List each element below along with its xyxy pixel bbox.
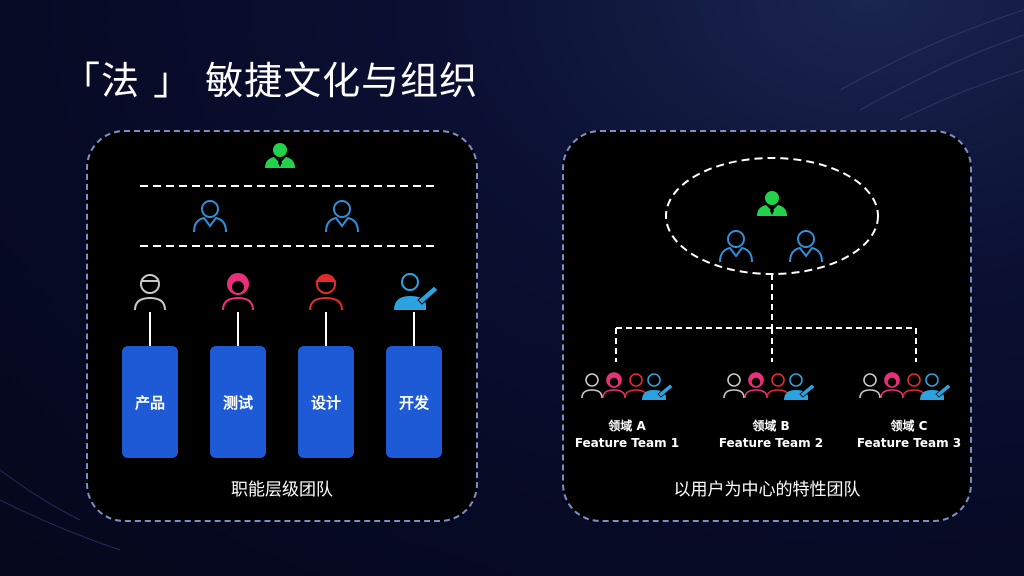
team-domain: 领域 B bbox=[752, 419, 790, 433]
team-label-2: 领域 B Feature Team 2 bbox=[706, 418, 836, 452]
leader-icon bbox=[757, 191, 787, 216]
role-box-test: 测试 bbox=[210, 346, 266, 458]
left-panel-caption: 职能层级团队 bbox=[231, 480, 333, 500]
tester-icon bbox=[222, 273, 254, 311]
feature-team-panel: 领域 A Feature Team 1 领域 B Feature Team 2 … bbox=[562, 130, 972, 522]
manager-icon bbox=[719, 230, 753, 263]
manager-icon bbox=[325, 200, 359, 233]
hierarchy-diagram bbox=[134, 143, 439, 346]
role-box-product: 产品 bbox=[122, 346, 178, 458]
role-box-develop: 开发 bbox=[386, 346, 442, 458]
feature-team-3-icons bbox=[859, 372, 952, 400]
developer-icon bbox=[394, 273, 439, 310]
team-name: Feature Team 3 bbox=[856, 436, 962, 450]
right-panel-caption: 以用户为中心的特性团队 bbox=[673, 480, 861, 500]
product-manager-icon bbox=[134, 274, 166, 311]
manager-icon bbox=[193, 200, 227, 233]
team-name: Feature Team 1 bbox=[574, 436, 680, 450]
team-name: Feature Team 2 bbox=[718, 436, 824, 450]
team-domain: 领域 C bbox=[890, 419, 928, 433]
feature-team-2-icons bbox=[723, 372, 816, 400]
team-label-1: 领域 A Feature Team 1 bbox=[562, 418, 692, 452]
manager-icon bbox=[789, 230, 823, 263]
feature-team-diagram bbox=[581, 157, 952, 400]
leader-icon bbox=[265, 143, 295, 168]
team-label-3: 领域 C Feature Team 3 bbox=[844, 418, 974, 452]
role-box-design: 设计 bbox=[298, 346, 354, 458]
functional-hierarchy-panel: 产品 测试 设计 开发 职能层级团队 bbox=[86, 130, 478, 522]
team-domain: 领域 A bbox=[608, 419, 646, 433]
feature-team-1-icons bbox=[581, 372, 674, 400]
designer-icon bbox=[309, 274, 343, 311]
page-title: 「法 」 敏捷文化与组织 bbox=[62, 59, 479, 103]
